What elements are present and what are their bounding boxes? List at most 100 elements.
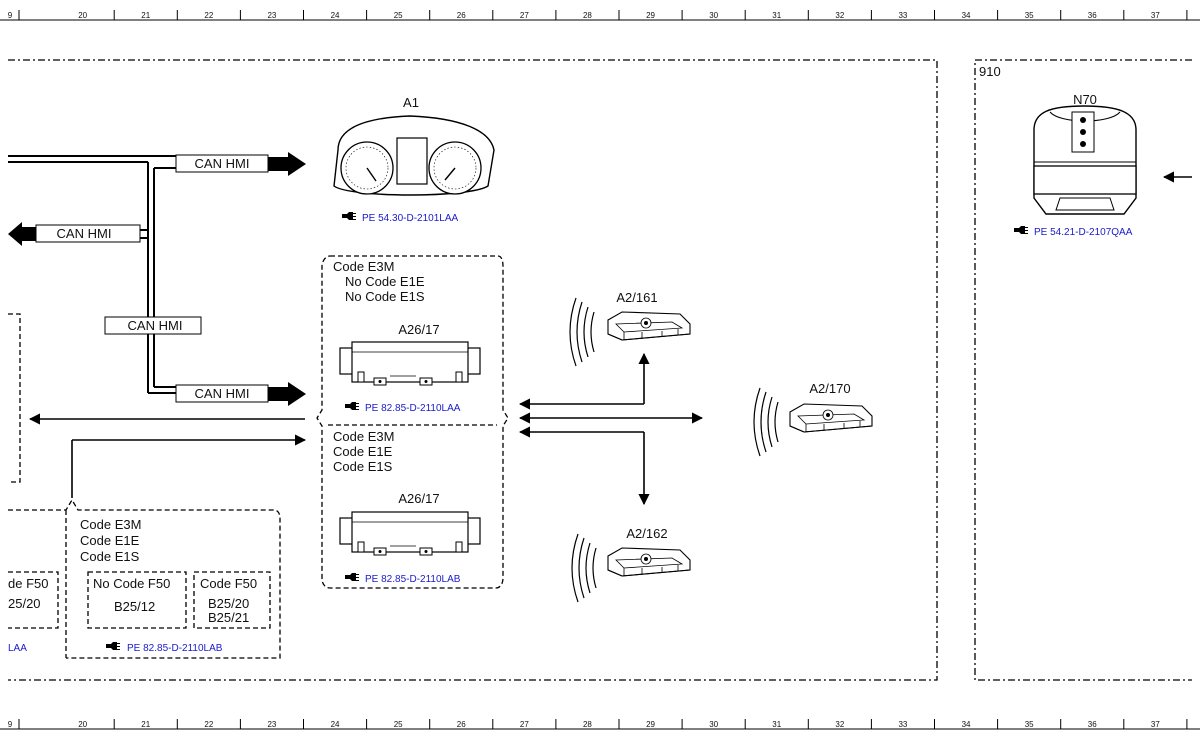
reference-hand-icon — [345, 402, 359, 410]
ruler-column-label: 25 — [394, 11, 403, 20]
ruler-column-label: 31 — [772, 11, 781, 20]
variant-line: No Code E1S — [345, 289, 425, 304]
ruler-column-label: 29 — [646, 11, 655, 20]
variant-lower-left: Code E3M Code E1E Code E1S — [80, 517, 141, 564]
variant-bottom: Code E3M Code E1E Code E1S — [333, 429, 394, 474]
ruler-column-label: 22 — [204, 11, 213, 20]
lower-left-variant-frame — [8, 498, 281, 659]
ruler-column-label: 26 — [457, 720, 466, 729]
ruler-column-label: 28 — [583, 720, 592, 729]
variant-top: Code E3M No Code E1E No Code E1S — [333, 259, 425, 304]
a26-bottom-label: A26/17 — [398, 491, 439, 506]
keyless-antenna-a2-170 — [753, 387, 873, 457]
reference-hand-icon — [106, 642, 120, 650]
area-910-frame — [974, 59, 1192, 681]
reference-hand-icon — [1014, 226, 1028, 234]
ruler-column-label: 20 — [78, 11, 87, 20]
can-hmi-bus-2: CAN HMI — [8, 222, 141, 246]
ref-a1-text[interactable]: PE 54.30-D-2101LAA — [362, 213, 459, 224]
ruler-column-label: 23 — [267, 720, 276, 729]
main-area-frame — [8, 59, 938, 681]
a26-top-module — [339, 341, 481, 386]
can-hmi-bus-1: CAN HMI — [175, 152, 306, 176]
ruler-column-label: 36 — [1088, 11, 1097, 20]
variant-line: Code E1E — [333, 444, 393, 459]
ref-n70[interactable]: PE 54.21-D-2107QAA — [1014, 226, 1133, 238]
ref-lower-left-text[interactable]: PE 82.85-D-2110LAB — [127, 643, 223, 654]
a1-label: A1 — [403, 95, 419, 110]
clipped-left-sub-box — [8, 571, 59, 629]
ref-lower-left[interactable]: PE 82.85-D-2110LAB — [106, 642, 223, 654]
a26-variant-frame — [316, 255, 509, 589]
ruler-column-label: 26 — [457, 11, 466, 20]
n70-label: N70 — [1073, 92, 1097, 107]
overhead-panel-n70 — [1033, 105, 1137, 215]
ruler-column-label: 37 — [1151, 11, 1160, 20]
sub-f50-value: B25/21 — [208, 610, 249, 625]
can-hmi-label: CAN HMI — [57, 226, 112, 241]
ref-n70-text[interactable]: PE 54.21-D-2107QAA — [1034, 227, 1133, 238]
ruler-column-label: 35 — [1025, 720, 1034, 729]
sub-f50-value: B25/20 — [208, 596, 249, 611]
can-hmi-label: CAN HMI — [128, 318, 183, 333]
instrument-cluster-a1 — [333, 115, 495, 196]
keyless-antenna-a2-161 — [569, 297, 691, 367]
ruler-column-label: 30 — [709, 720, 718, 729]
variant-line: Code E3M — [333, 429, 394, 444]
ruler-column-label: 34 — [962, 720, 971, 729]
area-910-label: 910 — [979, 64, 1001, 79]
variant-line: Code E1E — [80, 533, 140, 548]
a2-170-label: A2/170 — [809, 381, 850, 396]
clipped-left-frame — [8, 313, 21, 483]
clipped-left-ref[interactable]: LAA — [8, 643, 27, 654]
ruler-column-label: 33 — [898, 720, 907, 729]
ruler-column-label: 24 — [331, 11, 340, 20]
ruler-column-label: 20 — [78, 720, 87, 729]
ruler-column-label: 9 — [8, 720, 13, 729]
signal-lines — [28, 413, 307, 498]
sub-box-f50 — [193, 571, 271, 629]
ruler-column-label: 28 — [583, 11, 592, 20]
reference-hand-icon — [345, 573, 359, 581]
a2-162-label: A2/162 — [626, 526, 667, 541]
ruler-column-label: 31 — [772, 720, 781, 729]
ref-a26-bottom[interactable]: PE 82.85-D-2110LAB — [345, 573, 461, 585]
ruler-column-label: 22 — [204, 720, 213, 729]
clipped-left-title: de F50 — [8, 576, 48, 591]
ruler-column-label: 21 — [141, 720, 150, 729]
can-hmi-label: CAN HMI — [195, 156, 250, 171]
a26-top-label: A26/17 — [398, 322, 439, 337]
sub-no-f50-value: B25/12 — [114, 599, 155, 614]
reference-hand-icon — [342, 212, 356, 220]
can-hmi-bus-4: CAN HMI — [175, 382, 306, 406]
variant-line: No Code E1E — [345, 274, 425, 289]
ruler-column-label: 32 — [835, 720, 844, 729]
ruler-column-label: 33 — [898, 11, 907, 20]
ruler-column-label: 27 — [520, 11, 529, 20]
variant-line: Code E3M — [80, 517, 141, 532]
ref-a26-top-text[interactable]: PE 82.85-D-2110LAA — [365, 403, 461, 414]
keyless-antenna-a2-162 — [571, 533, 691, 603]
a2-161-label: A2/161 — [616, 290, 657, 305]
can-hmi-bus-3: CAN HMI — [104, 316, 202, 335]
ruler-column-label: 35 — [1025, 11, 1034, 20]
ruler-column-label: 9 — [8, 11, 13, 20]
ruler-column-label: 23 — [267, 11, 276, 20]
ref-a26-top[interactable]: PE 82.85-D-2110LAA — [345, 402, 461, 414]
ref-a1[interactable]: PE 54.30-D-2101LAA — [342, 212, 459, 224]
ref-a26-bottom-text[interactable]: PE 82.85-D-2110LAB — [365, 574, 461, 585]
antenna-connections — [518, 352, 704, 506]
a26-bottom-module — [339, 511, 481, 556]
ruler-column-label: 29 — [646, 720, 655, 729]
ruler-column-label: 21 — [141, 11, 150, 20]
ruler-column-label: 37 — [1151, 720, 1160, 729]
ruler-column-label: 34 — [962, 11, 971, 20]
variant-line: Code E1S — [80, 549, 140, 564]
can-hmi-label: CAN HMI — [195, 386, 250, 401]
ruler-column-label: 24 — [331, 720, 340, 729]
ruler-column-label: 27 — [520, 720, 529, 729]
variant-line: Code E3M — [333, 259, 394, 274]
sub-no-f50-title: No Code F50 — [93, 576, 170, 591]
